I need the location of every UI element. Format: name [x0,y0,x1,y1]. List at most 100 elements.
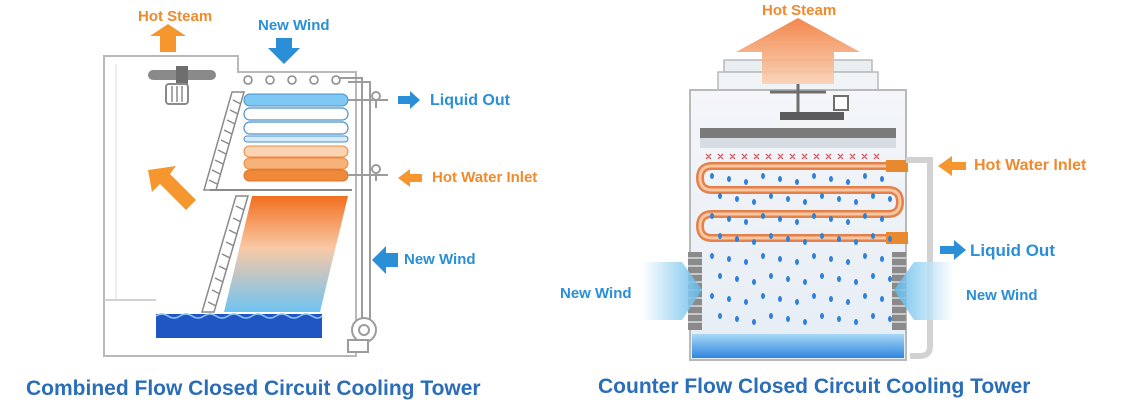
water-droplet [795,219,799,225]
water-droplet [769,273,773,279]
water-droplet [888,276,892,282]
water-droplet [803,239,807,245]
fan-icon [148,66,216,105]
liquid-out-arrow-left [398,91,420,109]
new-wind-top-label: New Wind [258,17,330,34]
water-droplet [863,213,867,219]
water-droplet [837,276,841,282]
water-droplet [752,279,756,285]
liquid-out-arrow [940,240,966,260]
new-wind-side-arrow-left [372,246,398,274]
water-droplet [880,296,884,302]
drift-eliminator [700,128,896,138]
water-droplet [846,219,850,225]
water-droplet [727,176,731,182]
water-droplet [871,193,875,199]
water-droplet [837,196,841,202]
water-droplet [761,293,765,299]
water-droplet [727,216,731,222]
new-wind-right-label: New Wind [966,287,1038,304]
counter-flow-title: Counter Flow Closed Circuit Cooling Towe… [598,375,1031,398]
water-droplet [744,299,748,305]
new-wind-left-label: New Wind [560,285,632,302]
internal-airflow-arrow [148,166,196,210]
water-droplet [769,313,773,319]
water-droplet [735,276,739,282]
water-droplet [820,313,824,319]
water-droplet [778,296,782,302]
fill-media [224,196,348,312]
water-droplet [820,193,824,199]
water-droplet [871,313,875,319]
water-droplet [710,213,714,219]
combined-flow-tower [103,24,422,357]
water-droplet [710,293,714,299]
water-droplet [795,259,799,265]
water-droplet [769,233,773,239]
water-droplet [761,213,765,219]
piping [338,77,388,330]
water-droplet [829,216,833,222]
water-droplet [718,193,722,199]
water-droplet [854,239,858,245]
water-droplet [837,236,841,242]
water-droplet [812,293,816,299]
water-droplet [854,319,858,325]
water-droplet [752,239,756,245]
piping [906,157,933,359]
coil-bank-hot [243,145,349,182]
hot-steam-arrow [736,18,860,84]
water-droplet [846,299,850,305]
air-inlet-louvres [200,195,250,313]
water-droplet [769,193,773,199]
water-droplet [735,196,739,202]
water-droplet [837,316,841,322]
water-droplet [803,319,807,325]
water-droplet [863,173,867,179]
water-droplet [795,299,799,305]
water-droplet [820,233,824,239]
spray-nozzles [705,153,880,160]
water-droplet [871,273,875,279]
water-droplet [778,176,782,182]
water-droplet [744,179,748,185]
water-droplet [803,199,807,205]
water-droplet [888,316,892,322]
water-droplet [846,179,850,185]
spray-nozzles [243,75,341,85]
water-droplet [786,276,790,282]
water-droplet [854,199,858,205]
water-droplet [718,273,722,279]
drift-eliminator [203,91,245,191]
water-droplet [812,173,816,179]
water-droplet [752,199,756,205]
water-droplet [803,279,807,285]
water-droplet [786,316,790,322]
water-droplet [718,313,722,319]
liquid-out-label: Liquid Out [970,241,1055,260]
water-droplet [761,173,765,179]
hot-steam-arrow [150,24,186,52]
water-droplet [778,256,782,262]
water-droplet [795,179,799,185]
water-droplet [854,279,858,285]
hot-water-inlet-arrow-left [398,169,422,187]
new-wind-down-arrow [268,38,300,64]
water-droplet [863,293,867,299]
water-droplet [752,319,756,325]
hot-steam-label: Hot Steam [138,8,213,25]
pump-icon [347,317,377,353]
coil-bank-cooled [243,93,349,143]
water-droplet [846,259,850,265]
water-droplet [888,196,892,202]
water-droplet [778,216,782,222]
water-droplet [735,236,739,242]
water-droplet [727,256,731,262]
water-droplet [829,256,833,262]
counter-flow-tower [642,18,966,361]
water-droplet [727,296,731,302]
water-droplet [812,213,816,219]
hot-water-inlet-arrow [938,156,966,176]
hot-water-inlet-label: Hot Water Inlet [974,157,1087,174]
